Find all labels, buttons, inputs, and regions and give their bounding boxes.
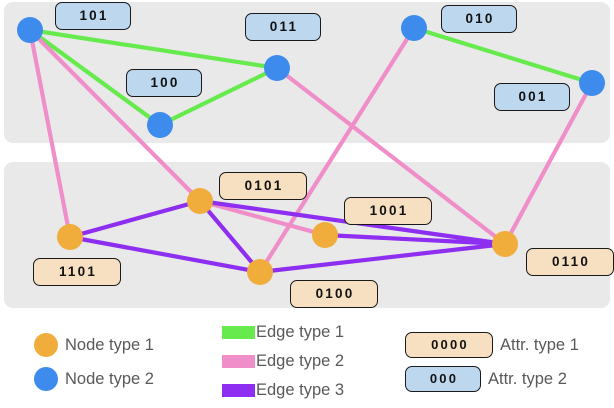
legend-edge-label: Edge type 1 <box>256 323 345 341</box>
edge-type-2 <box>502 80 595 247</box>
line-swatch-icon <box>222 355 255 368</box>
legend-attr-label: Attr. type 1 <box>500 335 579 354</box>
edge-type-1 <box>411 25 595 86</box>
node-1101[interactable] <box>57 224 83 250</box>
legend-attr-row: 0000 Attr. type 1 <box>405 328 579 362</box>
edge-type-1 <box>157 65 280 128</box>
legend-attr-row: 000 Attr. type 2 <box>405 362 579 396</box>
legend-edge-label: Edge type 3 <box>256 381 345 399</box>
edge-type-3 <box>197 198 263 275</box>
node-100[interactable] <box>147 112 173 138</box>
nodes-layer <box>17 15 605 285</box>
edge-type-1 <box>27 27 280 71</box>
edge-type-3 <box>67 234 263 275</box>
circle-icon <box>34 333 58 357</box>
legend-attr-chip: 000 <box>405 366 481 392</box>
attr-label-0101: 0101 <box>219 172 307 200</box>
attr-label-1001: 1001 <box>344 197 432 225</box>
line-swatch-icon <box>222 384 255 397</box>
node-1001[interactable] <box>312 222 338 248</box>
edge-type-3 <box>67 198 203 240</box>
node-0110[interactable] <box>492 231 518 257</box>
edges-layer <box>27 25 595 275</box>
node-001[interactable] <box>579 70 605 96</box>
top-panel <box>4 2 610 143</box>
attr-label-0100: 0100 <box>290 280 378 308</box>
edge-type-2 <box>197 198 328 238</box>
legend-edge-label: Edge type 2 <box>256 352 345 370</box>
node-010[interactable] <box>401 15 427 41</box>
legend-edge-row: Edge type 1 <box>222 318 344 347</box>
attr-label-011: 011 <box>245 13 321 41</box>
legend-node-label: Node type 2 <box>65 369 154 388</box>
edge-type-3 <box>257 241 508 275</box>
attr-label-0110: 0110 <box>526 248 614 276</box>
node-101[interactable] <box>17 17 43 43</box>
legend-node-label: Node type 1 <box>65 335 154 354</box>
legend-edge-types: Edge type 1 Edge type 2 Edge type 3 <box>222 318 344 405</box>
bottom-panel <box>4 162 610 308</box>
legend-attr-types: 0000 Attr. type 1 000 Attr. type 2 <box>405 328 579 396</box>
line-swatch-icon <box>222 326 255 339</box>
edge-type-2 <box>27 27 203 204</box>
edge-type-2 <box>274 65 508 247</box>
legend-attr-label: Attr. type 2 <box>488 369 567 388</box>
node-0100[interactable] <box>247 259 273 285</box>
attr-label-001: 001 <box>494 83 570 111</box>
edge-type-3 <box>322 232 508 247</box>
edge-type-1 <box>27 27 163 128</box>
attr-label-100: 100 <box>126 69 202 97</box>
node-011[interactable] <box>264 55 290 81</box>
node-0101[interactable] <box>187 188 213 214</box>
legend-node-row: Node type 1 <box>34 328 154 362</box>
panels-layer <box>4 2 610 308</box>
edge-type-2 <box>27 27 73 240</box>
edge-type-2 <box>257 25 417 275</box>
legend-node-types: Node type 1 Node type 2 <box>34 328 154 396</box>
attr-label-010: 010 <box>441 5 517 33</box>
legend-edge-row: Edge type 3 <box>222 376 344 405</box>
attr-label-101: 101 <box>55 2 131 30</box>
legend-node-row: Node type 2 <box>34 362 154 396</box>
legend-edge-row: Edge type 2 <box>222 347 344 376</box>
legend-attr-chip: 0000 <box>405 332 493 358</box>
circle-icon <box>34 367 58 391</box>
attr-label-1101: 1101 <box>33 258 121 286</box>
